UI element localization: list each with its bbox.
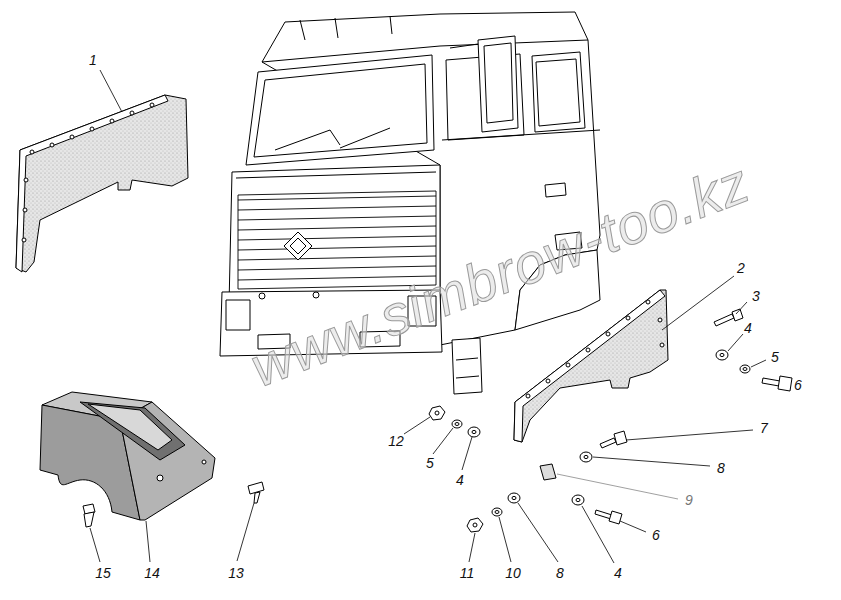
callout-number: 14 [144, 565, 160, 581]
callout-number: 1 [89, 52, 97, 68]
callout-number: 9 [685, 492, 693, 508]
callout-number: 5 [426, 455, 434, 471]
callout-number: 5 [771, 349, 779, 365]
callout-number: 13 [228, 565, 244, 581]
callout-number: 10 [505, 565, 521, 581]
callout-number: 8 [556, 565, 564, 581]
callout-number: 4 [614, 565, 622, 581]
callout-number: 7 [760, 420, 768, 436]
callout-number: 12 [388, 433, 404, 449]
fasteners [83, 309, 792, 532]
left-panel [16, 95, 188, 272]
callout-number: 6 [794, 377, 802, 393]
callout-number: 11 [460, 565, 475, 581]
right-panel [514, 290, 668, 442]
leader-lines [90, 70, 766, 563]
cover [40, 392, 215, 520]
callout-number: 4 [744, 320, 752, 336]
callout-number: 4 [456, 472, 464, 488]
callout-number: 15 [95, 565, 111, 581]
callout-number: 8 [717, 460, 725, 476]
callout-number: 6 [652, 527, 660, 543]
callout-number: 3 [752, 288, 760, 304]
callout-number: 2 [737, 260, 745, 276]
